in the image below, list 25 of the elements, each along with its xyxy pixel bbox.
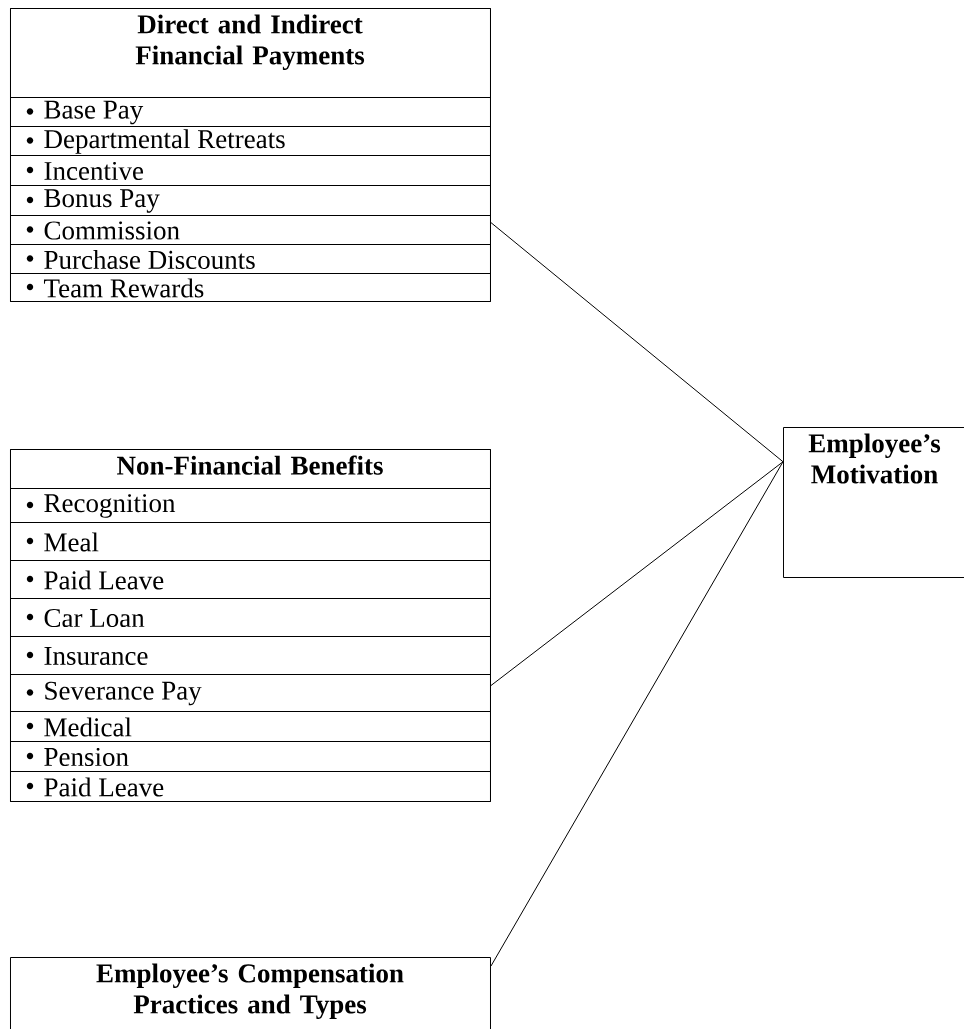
connector-line	[490, 461, 784, 967]
list-item: Pension	[10, 741, 491, 772]
list-item: Severance Pay	[10, 674, 491, 712]
box-title: Employee’s Compensation Practices and Types	[96, 963, 404, 1020]
connector-line	[490, 461, 784, 686]
list-item: Commission	[10, 215, 491, 245]
connector-line	[490, 222, 784, 463]
list-item: Team Rewards	[10, 273, 491, 302]
list-item: Recognition	[10, 488, 491, 523]
list-item: Meal	[10, 522, 491, 561]
table-header: Non-Financial Benefits	[10, 449, 491, 489]
box-title: Employee’s Motivation	[808, 433, 941, 484]
list-item: Bonus Pay	[10, 185, 491, 216]
list-item: Departmental Retreats	[10, 126, 491, 156]
list-item: Paid Leave	[10, 560, 491, 599]
list-item: Medical	[10, 711, 491, 742]
text-box	[783, 427, 964, 578]
list-item: Paid Leave	[10, 771, 491, 802]
table-header: Direct and Indirect Financial Payments	[10, 8, 491, 98]
list-item: Purchase Discounts	[10, 244, 491, 274]
list-item: Car Loan	[10, 598, 491, 637]
text-box	[10, 957, 491, 1029]
list-item: Base Pay	[10, 97, 491, 127]
list-item: Incentive	[10, 155, 491, 186]
list-item: Insurance	[10, 636, 491, 675]
